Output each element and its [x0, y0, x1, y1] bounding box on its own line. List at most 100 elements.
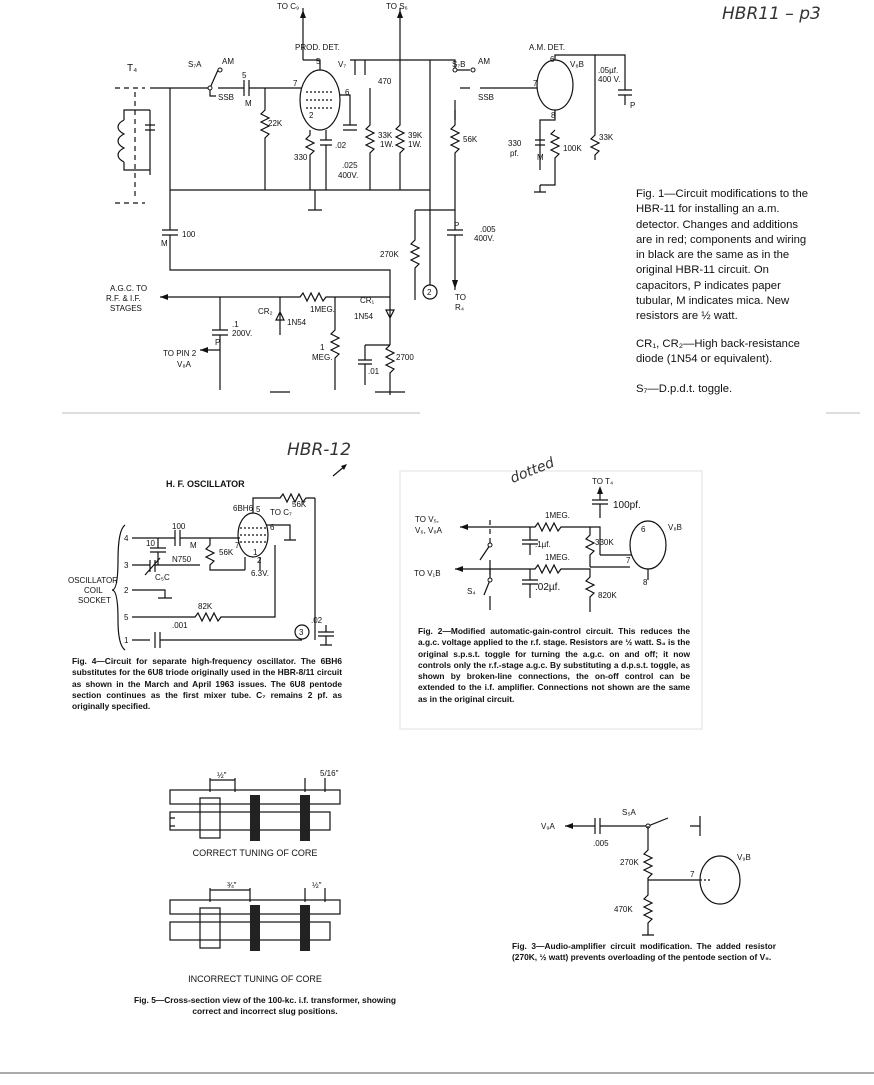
label-w1a: 1W. — [380, 140, 394, 149]
label-m3: M — [161, 239, 168, 248]
fig4-schematic: H. F. OSCILLATOR 6BH6 56K TO C₇ 5 6 1 7 … — [68, 464, 347, 651]
label-p3: P — [215, 338, 220, 347]
label-m1: M — [245, 99, 252, 108]
label-s7b: S₇B — [452, 60, 465, 69]
label-agc-to: A.G.C. TO — [110, 284, 147, 293]
label-socket: SOCKET — [78, 596, 111, 605]
label-pin8b: 8 — [551, 111, 556, 120]
label-dim-half-b: ½" — [312, 881, 322, 890]
label-c100: 100 — [182, 230, 196, 239]
label-63v: 6.3V. — [251, 569, 269, 578]
fig5-drawing: ½" 5/16" ¾" ½" — [169, 769, 341, 951]
label-v6v8a: V₆, V₈A — [415, 526, 443, 535]
label-t4: T₄ — [127, 63, 137, 74]
label-c001: .001 — [172, 621, 188, 630]
label-prod-det: PROD. DET. — [295, 43, 340, 52]
label-dim-5-16: 5/16" — [320, 769, 339, 778]
label-am-b: AM — [478, 57, 490, 66]
label-c01: .01 — [368, 367, 380, 376]
label-r470k: 470K — [614, 905, 633, 914]
fig1-schematic: TO C₉ TO S₆ PROD. DET. A.M. DET. T₄ S₇A … — [106, 2, 635, 395]
label-tp6: 6 — [270, 523, 275, 532]
label-m2: M — [537, 153, 544, 162]
label-p3: 3 — [124, 561, 129, 570]
label-r56k: 56K — [463, 135, 478, 144]
fig2-schematic: TO T₄ 100pf. TO V₅, V₆, V₈A 1MEG. .1µf. … — [399, 470, 703, 730]
label-v400a: 400V. — [338, 171, 358, 180]
label-m: M — [190, 541, 197, 550]
label-to-s6: TO S₆ — [386, 2, 408, 11]
label-c02: .02 — [311, 616, 323, 625]
label-r270k: 270K — [620, 858, 639, 867]
label-r82k: 82K — [198, 602, 213, 611]
label-r33k2: 33K — [599, 133, 614, 142]
label-n750: N750 — [172, 555, 192, 564]
label-c02uf: .02µf. — [535, 582, 560, 593]
label-circle2: 2 — [427, 288, 432, 297]
label-c005: .005 — [593, 839, 609, 848]
label-r330: 330 — [294, 153, 308, 162]
label-cr2: CR₂ — [258, 307, 273, 316]
label-r1meg-b: 1MEG. — [545, 553, 570, 562]
incorrect-tuning-label: INCORRECT TUNING OF CORE — [188, 974, 322, 984]
label-circle3: 3 — [299, 628, 304, 637]
label-r1meg-a: 1MEG. — [545, 511, 570, 520]
label-r1meg2a: 1 — [320, 343, 325, 352]
label-tp7: 7 — [235, 541, 240, 550]
label-v9b: V₉B — [737, 853, 751, 862]
label-6bh6: 6BH6 — [233, 504, 254, 513]
label-v8a: V₈A — [177, 360, 192, 369]
label-p1: P — [630, 101, 635, 110]
label-r39k: 39K — [408, 131, 423, 140]
label-r1meg2b: MEG. — [312, 353, 332, 362]
label-r1meg: 1MEG. — [310, 305, 335, 314]
label-s4: S₄ — [467, 587, 476, 596]
label-to-t4: TO T₄ — [592, 477, 613, 486]
label-n1n54a: 1N54 — [287, 318, 307, 327]
label-c5c: C₅C — [155, 573, 170, 582]
label-c5: 5 — [242, 71, 247, 80]
handwritten-hbr12-note: HBR-12 — [287, 440, 352, 460]
label-r270k: 270K — [380, 250, 399, 259]
fig1-caption: Fig. 1—Circuit modifications to the HBR-… — [636, 187, 814, 325]
label-v400b: 400 V. — [598, 75, 620, 84]
label-v9a: V₉A — [541, 822, 556, 831]
label-r56k: 56K — [219, 548, 234, 557]
label-dim-3-4: ¾" — [227, 881, 237, 890]
correct-tuning-label: CORRECT TUNING OF CORE — [192, 848, 318, 858]
label-dim-half-a: ½" — [217, 771, 227, 780]
label-pin8: 8 — [643, 578, 648, 587]
label-r330k: 330K — [595, 538, 614, 547]
label-p1: 1 — [124, 636, 129, 645]
label-pin7: 7 — [626, 556, 631, 565]
label-r33k: 33K — [378, 131, 393, 140]
label-to-v1b: TO V₁B — [414, 569, 441, 578]
label-c005: .005 — [480, 225, 496, 234]
label-tp5: 5 — [256, 505, 261, 514]
fig3-schematic: S₅A V₉A .005 270K 470K V₉B 7 — [541, 808, 751, 936]
label-hf-oscillator: H. F. OSCILLATOR — [166, 479, 245, 489]
label-c100: 100 — [172, 522, 186, 531]
label-c05: .05µf. — [598, 66, 618, 75]
label-rf-if: R.F. & I.F. — [106, 294, 141, 303]
label-pin7: 7 — [293, 79, 298, 88]
label-to-c7: TO C₇ — [270, 508, 292, 517]
label-v7: V₇ — [338, 60, 346, 69]
fig1-cr-note: CR₁, CR₂—High back-resistance diode (1N5… — [636, 338, 800, 366]
fig2-caption: Fig. 2—Modified automatic-gain-control c… — [418, 626, 690, 704]
label-s7a: S₇A — [188, 60, 202, 69]
label-tp1: 1 — [253, 548, 258, 557]
label-to-c9: TO C₉ — [277, 2, 299, 11]
label-r2700: 2700 — [396, 353, 414, 362]
label-c470: 470 — [378, 77, 392, 86]
fig3-caption: Fig. 3—Audio-amplifier circuit modificat… — [512, 941, 776, 963]
label-r22k: 22K — [268, 119, 283, 128]
label-am-det: A.M. DET. — [529, 43, 565, 52]
label-pin5: 5 — [316, 57, 321, 66]
label-c100pf: 100pf. — [613, 500, 641, 511]
label-to-pin2: TO PIN 2 — [163, 349, 197, 358]
label-coil: COIL — [84, 586, 103, 595]
label-v8b: V₈B — [570, 60, 584, 69]
label-r56k-top: 56K — [292, 500, 307, 509]
